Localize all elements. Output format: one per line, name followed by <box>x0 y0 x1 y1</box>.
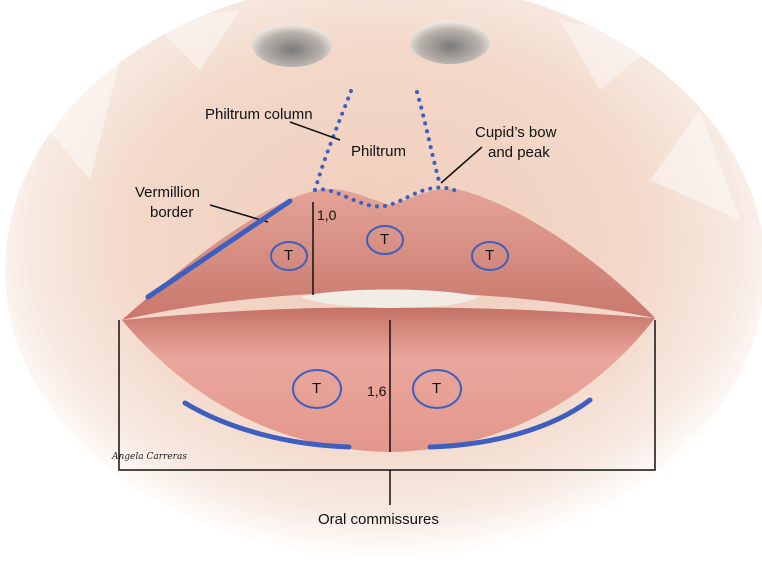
oral-commissures-label: Oral commissures <box>318 511 439 529</box>
vermillion-label-line1: Vermillion <box>135 184 200 202</box>
marker-upper-left: T <box>284 247 293 265</box>
marker-upper-center: T <box>380 231 389 249</box>
marker-lower-left: T <box>312 380 321 398</box>
vermillion-label-line2: border <box>150 204 193 222</box>
cupids-bow-label-line2: and peak <box>488 144 550 162</box>
upper-ratio-label: 1,0 <box>317 206 336 224</box>
cupids-bow-label-line1: Cupid’s bow <box>475 124 556 142</box>
marker-lower-right: T <box>432 380 441 398</box>
artist-signature: Angela Carreras <box>112 452 187 462</box>
marker-upper-right: T <box>485 247 494 265</box>
philtrum-label: Philtrum <box>351 143 406 161</box>
philtrum-column-label: Philtrum column <box>205 106 313 124</box>
lower-ratio-label: 1,6 <box>367 382 386 400</box>
